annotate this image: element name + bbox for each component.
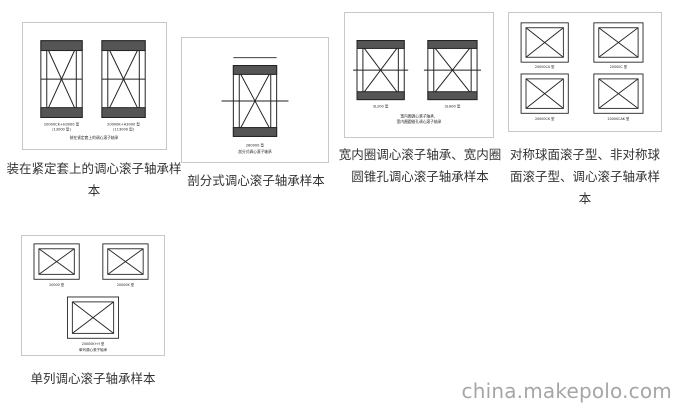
drawing-label: (13000 型) xyxy=(52,126,71,131)
bearing-drawing-5: 20000 型 20000K 型 20000K+H 型 单列调心滚子轴承 xyxy=(33,243,149,352)
watermark: china.makepolo.com xyxy=(461,379,672,403)
product-image-5[interactable]: 20000 型 20000K 型 20000K+H 型 单列调心滚子轴承 xyxy=(21,235,165,356)
drawing-label: (113000 型) xyxy=(113,126,135,131)
drawing-label: 20000CAK 型 xyxy=(608,116,630,121)
drawing-label: 宽内圈调心滚子轴承、 xyxy=(400,113,437,118)
product-caption-2[interactable]: 剖分式调心滚子轴承样本 xyxy=(176,170,336,192)
product-caption-5[interactable]: 单列调心滚子轴承样本 xyxy=(10,368,176,390)
drawing-label: 20000 型 xyxy=(49,282,65,287)
product-image-1[interactable]: 20000CK+H3000 型 (13000 型) 20000K+H3000 型… xyxy=(22,22,167,150)
caption-text[interactable]: 单列调心滚子轴承样本 xyxy=(30,371,156,386)
bearing-drawing-1: 20000CK+H3000 型 (13000 型) 20000K+H3000 型… xyxy=(40,40,146,140)
drawing-label: 20000K 型 xyxy=(117,282,135,287)
product-image-4[interactable]: 20000CA 型 20000C 型 20000CK 型 20000CAK 型 xyxy=(508,12,662,132)
drawing-label: 20000K+H 型 xyxy=(82,341,105,346)
product-caption-4[interactable]: 对称球面滚子型、非对称球面滚子型、调心滚子轴承样本 xyxy=(504,144,666,210)
product-image-3[interactable]: 3L200 型 3LA00 型 宽内圈调心滚子轴承、 宽内圈圆锥孔调心滚子轴承 xyxy=(344,12,494,138)
drawing-label: 装在紧定套上的调心滚子轴承 xyxy=(70,135,119,140)
drawing-label: 20000K+H3000 型 xyxy=(107,121,140,126)
caption-text[interactable]: 装在紧定套上的调心滚子轴承样本 xyxy=(6,161,182,198)
caption-text[interactable]: 宽内圈调心滚子轴承、宽内圈圆锥孔调心滚子轴承样本 xyxy=(338,147,502,184)
drawing-label: 剖分式调心滚子轴承 xyxy=(238,149,272,154)
drawing-label: 20000CK+H3000 型 xyxy=(44,121,80,126)
bearing-drawing-2: 280000 型 剖分式调心滚子轴承 xyxy=(221,57,289,154)
product-caption-1[interactable]: 装在紧定套上的调心滚子轴承样本 xyxy=(4,158,184,202)
drawing-label: 3L200 型 xyxy=(373,103,389,108)
drawing-label: 3LA00 型 xyxy=(445,103,461,108)
drawing-label: 20000C 型 xyxy=(610,64,628,69)
drawing-label: 280000 型 xyxy=(246,142,265,147)
product-image-2[interactable]: 280000 型 剖分式调心滚子轴承 xyxy=(181,37,329,163)
drawing-label: 宽内圈圆锥孔调心滚子轴承 xyxy=(397,119,442,124)
bearing-drawing-3: 3L200 型 3LA00 型 宽内圈调心滚子轴承、 宽内圈圆锥孔调心滚子轴承 xyxy=(353,40,481,124)
drawing-label: 20000CK 型 xyxy=(535,116,555,121)
drawing-label: 单列调心滚子轴承 xyxy=(79,347,108,352)
caption-text[interactable]: 对称球面滚子型、非对称球面滚子型、调心滚子轴承样本 xyxy=(509,147,660,206)
product-caption-3[interactable]: 宽内圈调心滚子轴承、宽内圈圆锥孔调心滚子轴承样本 xyxy=(338,144,502,188)
drawing-label: 20000CA 型 xyxy=(535,64,555,69)
caption-text[interactable]: 剖分式调心滚子轴承样本 xyxy=(187,173,325,188)
bearing-drawing-4: 20000CA 型 20000C 型 20000CK 型 20000CAK 型 xyxy=(520,22,644,121)
